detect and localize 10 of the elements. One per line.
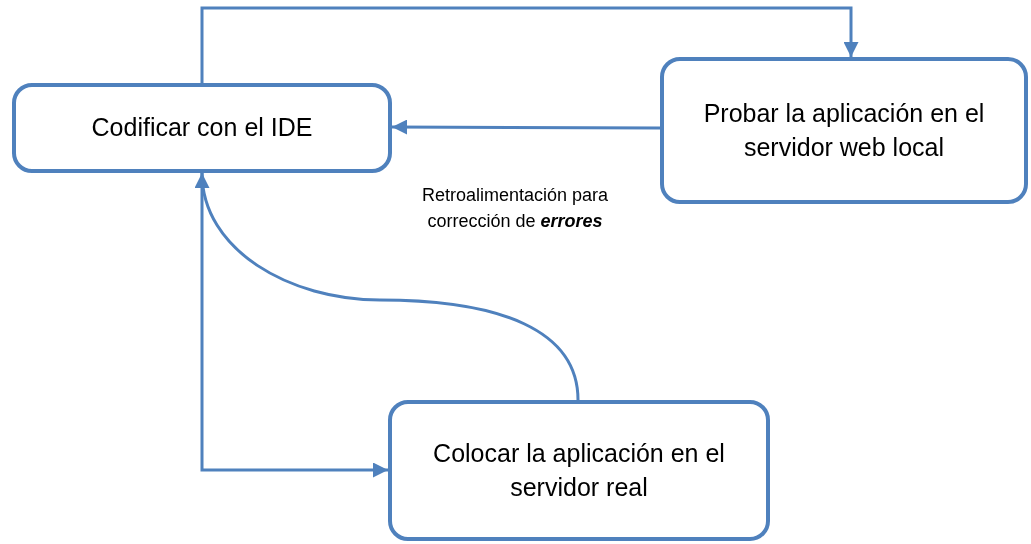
arrow [200, 6, 859, 83]
process-box [660, 57, 1028, 204]
node-text: Probar la aplicación en el servidor web local [702, 97, 986, 163]
node-text: Codificar con el IDE [91, 112, 313, 144]
node-text: Colocar la aplicación en el servidor real [432, 437, 726, 503]
arrow [392, 119, 660, 135]
arrow [200, 173, 388, 478]
annotation-text: Retroalimentación para corrección de errores [420, 184, 610, 234]
process-box [388, 400, 770, 541]
process-box [12, 83, 392, 173]
